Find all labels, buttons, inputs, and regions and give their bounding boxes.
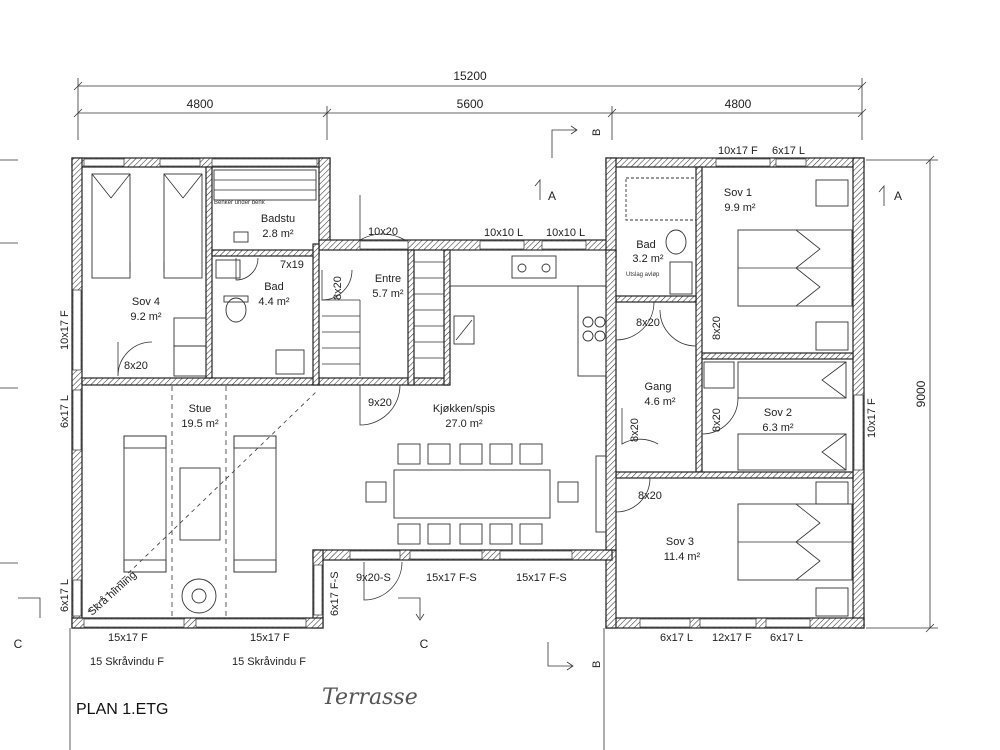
room-area-gang: 4.6 m² (644, 396, 676, 408)
label-d-sov4: 8x20 (124, 360, 148, 372)
room-area-kjokken: 27.0 m² (445, 418, 483, 430)
room-area-entre: 5.7 m² (372, 288, 404, 300)
room-area-sov1: 9.9 m² (724, 202, 756, 214)
label-w-top-sov1-b: 6x17 L (772, 145, 805, 157)
room-area-bad-left: 4.4 m² (258, 296, 290, 308)
label-w-sov4-side: 10x17 F (59, 310, 71, 350)
room-area-bad-right: 3.2 m² (632, 253, 664, 265)
label-w-stue-s2: 15x17 F (250, 632, 290, 644)
label-w-sov3-b: 12x17 F (712, 632, 752, 644)
window-openings (72, 158, 864, 628)
dim-middle-width: 5600 (457, 97, 484, 111)
section-label-c-center: C (420, 637, 429, 651)
label-w-sov2-side: 10x17 F (866, 398, 878, 438)
label-d-gang-b: 8x20 (711, 408, 723, 432)
section-label-c-left: C (14, 637, 23, 651)
label-w-top-sov1-a: 10x17 F (718, 145, 758, 157)
section-label-b-top: B (591, 129, 603, 136)
room-area-stue: 19.5 m² (181, 418, 219, 430)
dimension-lines (0, 78, 938, 633)
room-name-gang: Gang (645, 381, 672, 393)
room-area-badstu: 2.8 m² (262, 228, 294, 240)
section-label-b-bottom: B (591, 661, 603, 668)
room-area-sov2: 6.3 m² (762, 422, 794, 434)
label-w-stue-right: 6x17 F-S (329, 571, 341, 616)
label-w-stue-s1: 15x17 F (108, 632, 148, 644)
dim-left-width: 4800 (187, 97, 214, 111)
interior-walls (81, 166, 854, 551)
label-d-gang-a: 8x20 (629, 418, 641, 442)
room-name-bad-left: Bad (264, 281, 284, 293)
label-w-kitchen-b: 10x10 L (546, 227, 585, 239)
section-label-a-right: A (894, 189, 902, 203)
label-d-bad-left: 7x19 (280, 259, 304, 271)
label-w-entre: 10x20 (368, 226, 398, 238)
note-skra-himling: Skrå himling (86, 569, 139, 618)
label-skra1: 15 Skråvindu F (90, 656, 164, 668)
label-w-stue-side: 6x17 L (59, 395, 71, 428)
room-name-sov4: Sov 4 (132, 296, 160, 308)
note-utslag: Utslag avløp (626, 272, 660, 278)
dim-total-height: 9000 (914, 380, 928, 407)
plan-title: PLAN 1.ETG (76, 701, 168, 718)
section-markers (18, 125, 885, 671)
room-name-entre: Entre (375, 273, 401, 285)
terrace-label: Terrasse (322, 685, 418, 710)
label-w-kitchen-a: 10x10 L (484, 227, 523, 239)
label-d-entre: 8x20 (332, 276, 344, 300)
label-d-sov3: 8x20 (638, 490, 662, 502)
room-name-stue: Stue (189, 403, 212, 415)
room-name-sov1: Sov 1 (724, 187, 752, 199)
room-area-sov4: 9.2 m² (130, 311, 162, 323)
terrace-outline (69, 628, 605, 750)
room-name-bad-right: Bad (636, 239, 656, 251)
room-name-badstu: Badstu (261, 213, 295, 225)
room-name-kjokken: Kjøkken/spis (433, 403, 496, 415)
label-w-kitchen-s1: 15x17 F-S (426, 572, 477, 584)
label-d-sov1: 8x20 (711, 316, 723, 340)
door-swings (117, 195, 739, 601)
section-label-a-left: A (548, 189, 556, 203)
dim-total-width: 15200 (453, 69, 487, 83)
room-name-sov3: Sov 3 (666, 536, 694, 548)
label-d-stue: 9x20 (368, 397, 392, 409)
label-w-stue-corner: 6x17 L (59, 579, 71, 612)
label-skra2: 15 Skråvindu F (232, 656, 306, 668)
label-w-kitchen-s2: 15x17 F-S (516, 572, 567, 584)
label-w-sov3-c: 6x17 L (770, 632, 803, 644)
label-w-sov3-a: 6x17 L (660, 632, 693, 644)
dim-right-width: 4800 (725, 97, 752, 111)
furniture (87, 169, 853, 618)
room-area-sov3: 11.4 m² (664, 551, 701, 563)
note-benker: Benker under benk (214, 200, 266, 206)
label-d-terrace: 9x20-S (356, 572, 391, 584)
label-d-bad-right: 8x20 (636, 317, 660, 329)
room-labels: Sov 4 9.2 m² Badstu 2.8 m² Bad 4.4 m² En… (130, 187, 794, 563)
opening-labels: 10x17 F 6x17 L 10x20 10x10 L 10x10 L 7x1… (59, 145, 878, 668)
room-name-sov2: Sov 2 (764, 407, 792, 419)
